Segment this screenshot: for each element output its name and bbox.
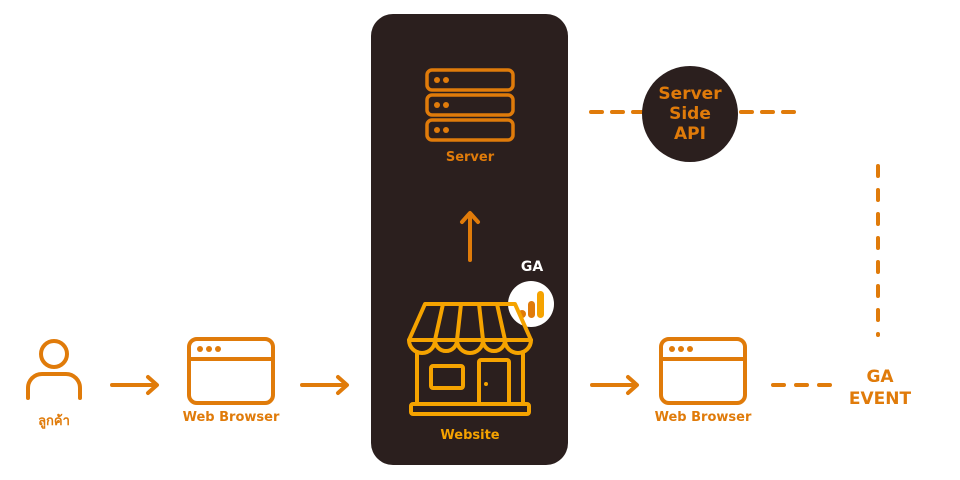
arrow-browser-to-website [300,375,349,395]
server-stack-icon [425,68,515,142]
arrow-customer-to-browser [110,375,159,395]
server-label: Server [445,150,495,165]
arrow-website-to-browser-right [590,375,639,395]
customer-label: ลูกค้า [38,414,70,429]
ga-badge-label: GA [520,259,544,275]
api-line-2: Side [669,104,711,124]
arrow-website-to-server [460,211,480,262]
ga-event-line-2: EVENT [848,389,912,409]
user-icon [26,339,82,400]
server-side-api-node: Server Side API [642,66,738,162]
browser-window-icon [659,337,747,405]
ga-event-label: GA EVENT [840,366,920,410]
dashed-api-to-server [589,110,644,114]
browser-right-label: Web Browser [654,410,752,425]
dashed-ga-event-to-api [876,164,880,337]
browser-left-label: Web Browser [182,410,280,425]
website-label: Website [440,428,500,443]
storefront-icon [407,302,533,416]
api-line-3: API [674,124,706,144]
browser-window-icon [187,337,275,405]
dashed-browser-to-ga-event [771,383,834,387]
ga-event-line-1: GA [866,367,894,387]
dashed-api-right [739,110,804,114]
api-line-1: Server [658,84,722,104]
